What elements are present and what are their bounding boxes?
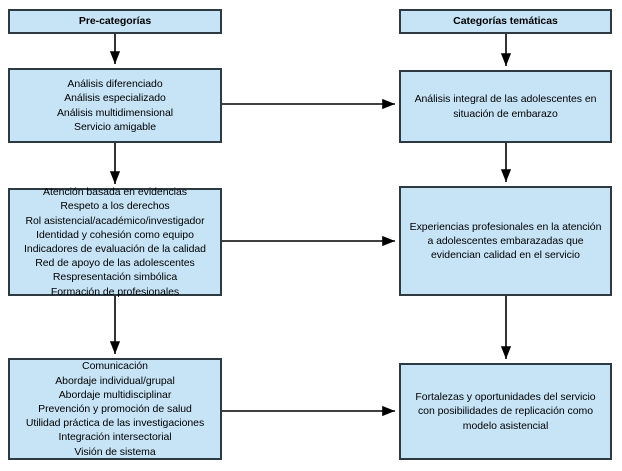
node-categorias-tematicas-1: Análisis integral de las adolescentes en… xyxy=(399,70,612,143)
header-categorias-tematicas: Categorías temáticas xyxy=(399,9,612,34)
node-categorias-tematicas-3-text: Fortalezas y oportunidades del servicio … xyxy=(415,391,596,432)
node-pre-categorias-1: Análisis diferenciado Análisis especiali… xyxy=(8,68,222,143)
node-pre-categorias-2: Atención basada en evidencias Respeto a … xyxy=(8,186,222,298)
node-pre-categorias-3-text: Comunicación Abordaje individual/grupal … xyxy=(25,360,205,458)
node-categorias-tematicas-1-text: Análisis integral de las adolescentes en… xyxy=(414,93,597,120)
header-pre-categorias-label: Pre-categorías xyxy=(78,15,152,28)
node-pre-categorias-1-text: Análisis diferenciado Análisis especiali… xyxy=(56,78,174,133)
header-categorias-tematicas-label: Categorías temáticas xyxy=(453,15,558,28)
header-pre-categorias: Pre-categorías xyxy=(8,9,222,34)
node-categorias-tematicas-2-text: Experiencias profesionales en la atenció… xyxy=(409,220,602,262)
node-pre-categorias-2-text: Atención basada en evidencias Respeto a … xyxy=(24,186,206,298)
node-pre-categorias-3: Comunicación Abordaje individual/grupal … xyxy=(8,358,222,460)
node-categorias-tematicas-2: Experiencias profesionales en la atenció… xyxy=(399,186,612,296)
node-categorias-tematicas-3: Fortalezas y oportunidades del servicio … xyxy=(399,363,612,460)
